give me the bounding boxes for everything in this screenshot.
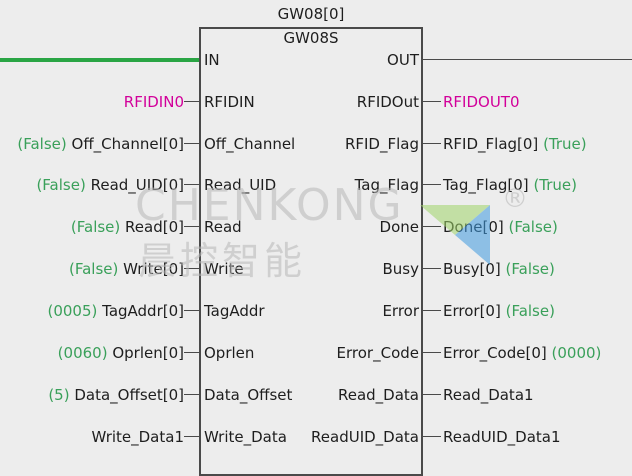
input-state: (False): [36, 176, 86, 194]
output-wire: [423, 184, 441, 185]
output-var: Tag_Flag[0]: [443, 176, 529, 194]
input-wire: [184, 226, 199, 227]
output-wire: [423, 436, 441, 437]
input-var-write-data[interactable]: Write_Data1: [91, 428, 184, 446]
input-var: Write[0]: [123, 260, 184, 278]
out-wire: [423, 59, 632, 60]
input-wire: [184, 436, 199, 437]
pin-out-RFIDOut: RFIDOut: [356, 93, 419, 111]
input-wire: [184, 352, 199, 353]
pin-out-Error_Code: Error_Code: [336, 344, 419, 362]
output-label-error[interactable]: Error[0] (False): [443, 302, 555, 320]
output-wire: [423, 226, 441, 227]
input-label-write[interactable]: (False) Write[0]: [69, 260, 184, 278]
pin-in-Read_UID: Read_UID: [204, 176, 277, 194]
pin-in-Off_Channel: Off_Channel: [204, 135, 296, 153]
power-flow-wire: [0, 58, 199, 62]
output-var: Done[0]: [443, 218, 504, 236]
input-var: Read[0]: [125, 218, 184, 236]
pin-out-Read_Data: Read_Data: [337, 386, 419, 404]
pin-in-RFIDIN: RFIDIN: [204, 93, 255, 111]
pin-out-RFID_Flag: RFID_Flag: [344, 135, 419, 153]
input-var: TagAddr[0]: [102, 302, 184, 320]
output-state: (False): [505, 260, 555, 278]
output-wire: [423, 101, 441, 102]
block-instance-name[interactable]: GW08[0]: [277, 5, 345, 23]
pin-in-IN: IN: [204, 51, 220, 69]
output-label-busy[interactable]: Busy[0] (False): [443, 260, 555, 278]
pin-in-TagAddr: TagAddr: [204, 302, 265, 320]
input-wire: [184, 184, 199, 185]
input-wire: [184, 394, 199, 395]
input-state: (False): [70, 218, 121, 236]
input-wire: [184, 268, 199, 269]
output-state: (0000): [551, 344, 602, 362]
input-wire: [184, 310, 199, 311]
pin-in-Read: Read: [204, 218, 242, 236]
output-var: Busy[0]: [443, 260, 501, 278]
output-state: (False): [508, 218, 558, 236]
input-var-rfidin[interactable]: RFIDIN0: [123, 93, 184, 111]
output-label-error-code[interactable]: Error_Code[0] (0000): [443, 344, 601, 362]
input-label-oprlen[interactable]: (0060) Oprlen[0]: [58, 344, 184, 362]
input-label-off-channel[interactable]: (False) Off_Channel[0]: [17, 135, 184, 153]
pin-out-ReadUID_Data: ReadUID_Data: [311, 428, 419, 446]
output-wire: [423, 394, 441, 395]
output-state: (True): [543, 135, 587, 153]
function-block-frame[interactable]: [199, 27, 423, 476]
input-state: (False): [17, 135, 67, 153]
output-wire: [423, 268, 441, 269]
pin-in-Data_Offset: Data_Offset: [204, 386, 293, 404]
output-label-done[interactable]: Done[0] (False): [443, 218, 558, 236]
output-var-rfidout[interactable]: RFIDOUT0: [443, 93, 520, 111]
input-wire: [184, 143, 199, 144]
output-wire: [423, 352, 441, 353]
input-label-read-uid[interactable]: (False) Read_UID[0]: [36, 176, 184, 194]
input-var: Data_Offset[0]: [74, 386, 184, 404]
output-label-rfid-flag[interactable]: RFID_Flag[0] (True): [443, 135, 587, 153]
input-wire: [184, 101, 199, 102]
pin-out-Done: Done: [379, 218, 419, 236]
input-state: (False): [69, 260, 119, 278]
pin-in-Write_Data: Write_Data: [204, 428, 287, 446]
pin-in-Oprlen: Oprlen: [204, 344, 255, 362]
output-var: Error_Code[0]: [443, 344, 547, 362]
pin-out-OUT: OUT: [387, 51, 419, 69]
input-var: Read_UID[0]: [90, 176, 184, 194]
output-wire: [423, 310, 441, 311]
input-label-read[interactable]: (False) Read[0]: [71, 218, 184, 236]
output-var-readuid-data[interactable]: ReadUID_Data1: [443, 428, 561, 446]
output-wire: [423, 143, 441, 144]
input-var: Oprlen[0]: [112, 344, 184, 362]
output-var-read-data[interactable]: Read_Data1: [443, 386, 534, 404]
pin-out-Busy: Busy: [382, 260, 420, 278]
output-var: RFID_Flag[0]: [443, 135, 539, 153]
pin-in-Write: Write: [204, 260, 244, 278]
input-state: (0005): [47, 302, 98, 320]
block-type-name: GW08S: [283, 29, 339, 47]
input-label-tagaddr[interactable]: (0005) TagAddr[0]: [47, 302, 184, 320]
output-state: (True): [533, 176, 578, 194]
input-label-data-offset[interactable]: (5) Data_Offset[0]: [48, 386, 184, 404]
input-state: (5): [48, 386, 70, 404]
input-var: Off_Channel[0]: [71, 135, 184, 153]
output-state: (False): [505, 302, 555, 320]
pin-out-Error: Error: [382, 302, 419, 320]
output-var: Error[0]: [443, 302, 501, 320]
pin-out-Tag_Flag: Tag_Flag: [354, 176, 419, 194]
output-label-tag-flag[interactable]: Tag_Flag[0] (True): [443, 176, 577, 194]
input-state: (0060): [57, 344, 108, 362]
